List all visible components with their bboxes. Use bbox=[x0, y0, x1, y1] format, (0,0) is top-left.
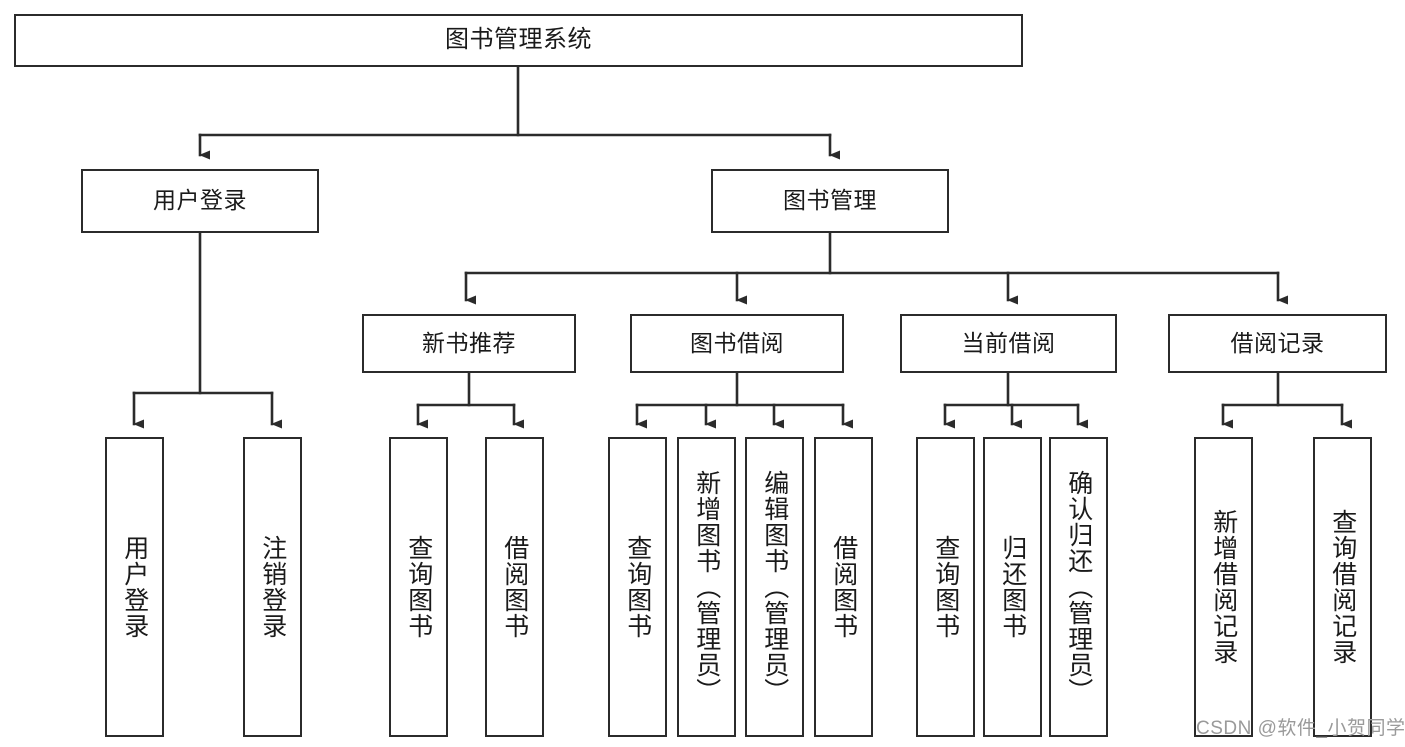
node-leaf-borrow-book-label: 借阅图书 bbox=[829, 535, 858, 639]
node-leaf-borrow-book[interactable]: 借阅图书 bbox=[814, 437, 873, 737]
node-leaf-edit-book-admin[interactable]: 编辑图书（管理员） bbox=[745, 437, 804, 737]
node-leaf-query-borrow-record-label: 查询借阅记录 bbox=[1328, 509, 1357, 665]
node-new-book-recommend[interactable]: 新书推荐 bbox=[362, 314, 576, 373]
node-leaf-confirm-return-admin-label: 确认归还（管理员） bbox=[1064, 470, 1093, 704]
node-book-borrow[interactable]: 图书借阅 bbox=[630, 314, 844, 373]
node-leaf-confirm-return-admin[interactable]: 确认归还（管理员） bbox=[1049, 437, 1108, 737]
node-user-login[interactable]: 用户登录 bbox=[81, 169, 319, 233]
node-leaf-query-book-recommend-label: 查询图书 bbox=[404, 535, 433, 639]
node-leaf-return-book[interactable]: 归还图书 bbox=[983, 437, 1042, 737]
node-root[interactable]: 图书管理系统 bbox=[14, 14, 1023, 67]
node-leaf-query-book-current-label: 查询图书 bbox=[931, 535, 960, 639]
node-book-borrow-label: 图书借阅 bbox=[690, 329, 784, 356]
node-leaf-query-book-recommend[interactable]: 查询图书 bbox=[389, 437, 448, 737]
node-leaf-add-borrow-record[interactable]: 新增借阅记录 bbox=[1194, 437, 1253, 737]
node-leaf-query-book-borrow-label: 查询图书 bbox=[623, 535, 652, 639]
node-root-label: 图书管理系统 bbox=[445, 26, 592, 54]
node-borrow-record[interactable]: 借阅记录 bbox=[1168, 314, 1387, 373]
node-leaf-user-logout[interactable]: 注销登录 bbox=[243, 437, 302, 737]
node-leaf-user-login[interactable]: 用户登录 bbox=[105, 437, 164, 737]
node-leaf-query-book-borrow[interactable]: 查询图书 bbox=[608, 437, 667, 737]
node-user-login-label: 用户登录 bbox=[153, 187, 247, 214]
node-leaf-add-book-admin[interactable]: 新增图书（管理员） bbox=[677, 437, 736, 737]
node-leaf-borrow-book-recommend[interactable]: 借阅图书 bbox=[485, 437, 544, 737]
node-leaf-add-borrow-record-label: 新增借阅记录 bbox=[1209, 509, 1238, 665]
node-book-manage-label: 图书管理 bbox=[783, 187, 877, 214]
node-leaf-add-book-admin-label: 新增图书（管理员） bbox=[692, 470, 721, 704]
node-borrow-record-label: 借阅记录 bbox=[1230, 329, 1325, 356]
node-leaf-query-borrow-record[interactable]: 查询借阅记录 bbox=[1313, 437, 1372, 737]
node-leaf-user-login-label: 用户登录 bbox=[120, 535, 149, 639]
node-leaf-edit-book-admin-label: 编辑图书（管理员） bbox=[760, 470, 789, 704]
node-leaf-return-book-label: 归还图书 bbox=[998, 535, 1027, 639]
node-new-book-recommend-label: 新书推荐 bbox=[422, 329, 516, 356]
node-leaf-borrow-book-recommend-label: 借阅图书 bbox=[500, 535, 529, 639]
node-current-borrow-label: 当前借阅 bbox=[961, 329, 1056, 356]
node-book-manage[interactable]: 图书管理 bbox=[711, 169, 949, 233]
node-current-borrow[interactable]: 当前借阅 bbox=[900, 314, 1117, 373]
node-leaf-user-logout-label: 注销登录 bbox=[258, 535, 287, 639]
node-leaf-query-book-current[interactable]: 查询图书 bbox=[916, 437, 975, 737]
csdn-watermark: CSDN @软件_小贺同学 bbox=[1196, 718, 1405, 739]
